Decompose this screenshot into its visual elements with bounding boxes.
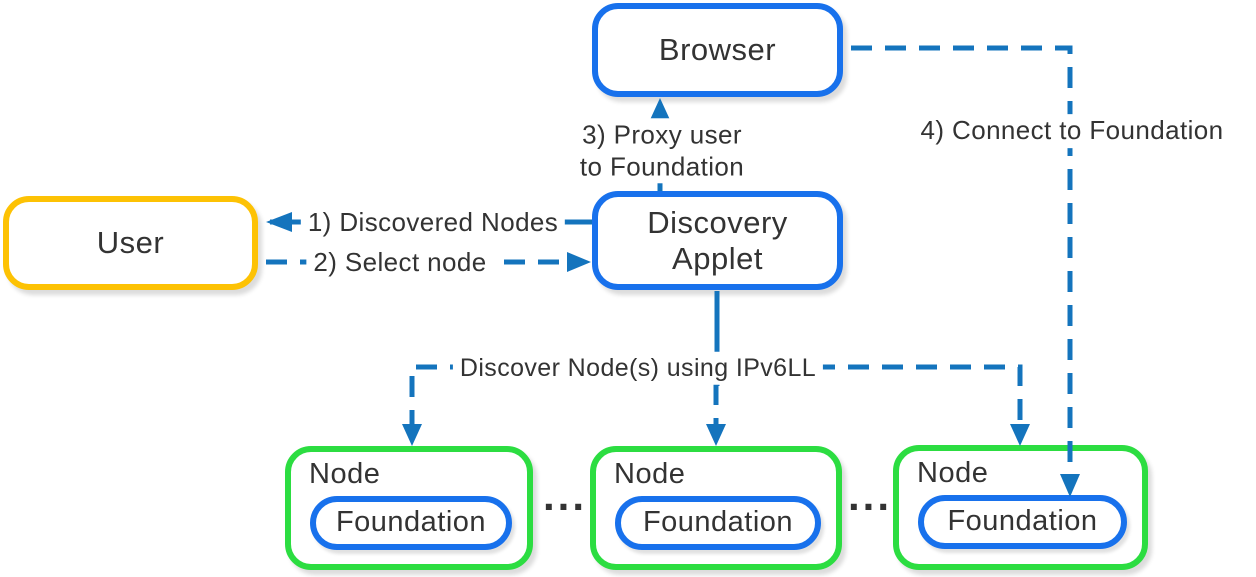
node-1-label: Node (309, 458, 381, 490)
browser-node: Browser (592, 3, 843, 97)
node-2-foundation-label: Foundation (642, 506, 794, 539)
label-discovered-nodes: 1) Discovered Nodes (300, 206, 566, 240)
node-3-label: Node (917, 457, 989, 489)
node-3-foundation-label: Foundation (947, 505, 1098, 538)
node-box-2: Node Foundation (590, 446, 842, 570)
discovery-applet-node: Discovery Applet (592, 191, 843, 290)
node-box-3: Node Foundation (893, 445, 1148, 570)
label-discover-nodes-ipv6ll: Discover Node(s) using IPv6LL (452, 351, 824, 385)
label-connect-foundation: 4) Connect to Foundation (913, 114, 1231, 148)
node-box-1: Node Foundation (285, 446, 533, 570)
node-3-foundation-pill: Foundation (918, 494, 1127, 549)
node-1-foundation-pill: Foundation (310, 495, 512, 550)
node-2-label: Node (614, 458, 686, 490)
ellipsis-2: ... (848, 472, 893, 519)
ellipsis-1: ... (543, 472, 588, 519)
discovery-applet-label-line2: Applet (672, 240, 763, 276)
node-1-foundation-label: Foundation (335, 506, 487, 539)
node-2-foundation-pill: Foundation (615, 495, 821, 550)
discover-middle-arrowhead-down (706, 424, 726, 446)
discover-left-arrowhead-down (402, 424, 422, 446)
discover-right-arrowhead-down (1010, 424, 1030, 446)
connect-foundation-line (851, 45, 1073, 477)
label-proxy-user-line1: 3) Proxy user (582, 119, 742, 150)
label-select-node: 2) Select node (306, 246, 494, 280)
discovered-nodes-arrowhead-left (266, 212, 292, 232)
discovery-applet-label-line1: Discovery (647, 205, 788, 241)
select-node-arrowhead-right (567, 252, 591, 272)
user-node: User (3, 196, 258, 290)
label-proxy-user: 3) Proxy user to Foundation (572, 118, 752, 184)
browser-label: Browser (658, 32, 777, 67)
label-proxy-user-line2: to Foundation (579, 151, 745, 181)
user-label: User (96, 225, 165, 260)
